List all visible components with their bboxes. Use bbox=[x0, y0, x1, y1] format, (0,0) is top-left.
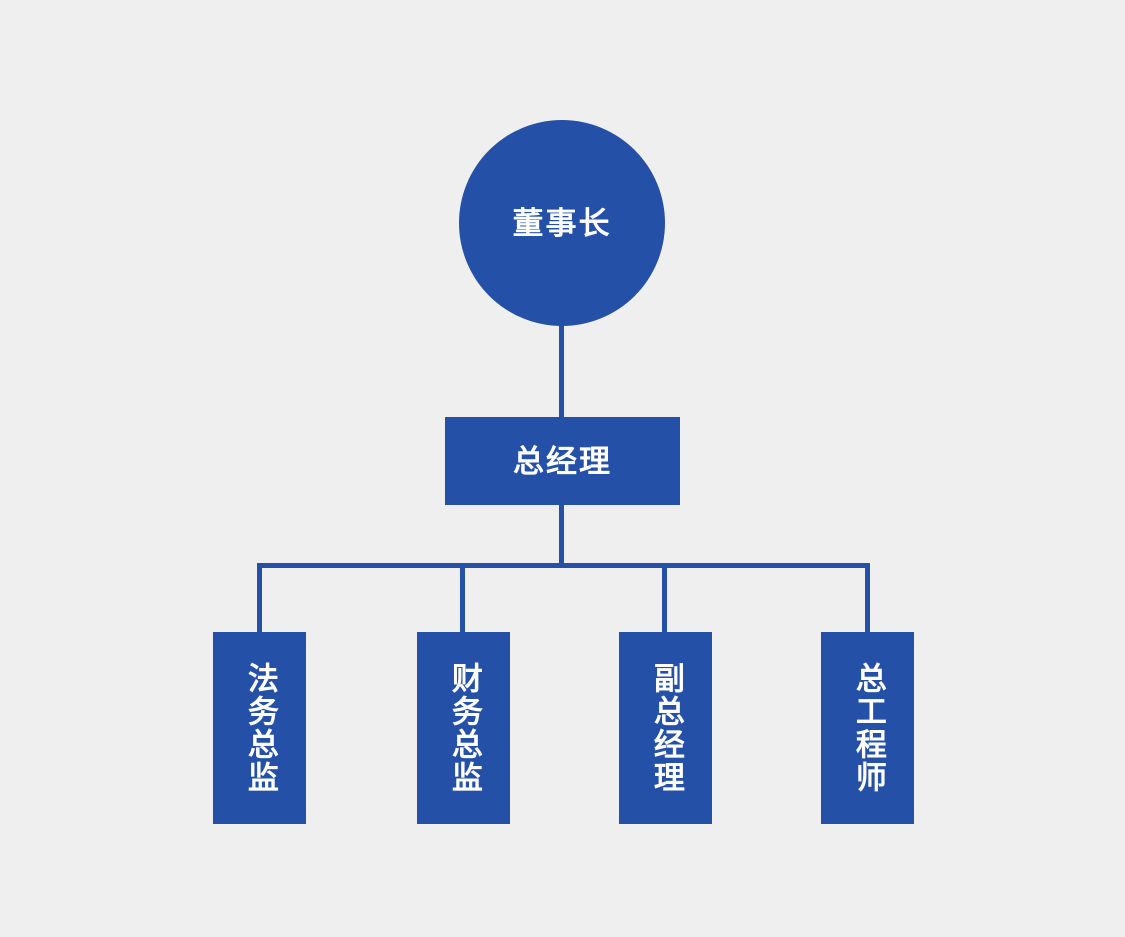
node-legal-director-label: 法务总监 bbox=[242, 662, 278, 794]
node-finance-director-label: 财务总监 bbox=[446, 662, 482, 794]
node-chief-engineer-label: 总工程师 bbox=[850, 662, 886, 794]
node-general-manager-label: 总经理 bbox=[513, 443, 612, 479]
node-deputy-general-manager[interactable]: 副总经理 bbox=[619, 632, 712, 824]
connector-bus-to-child-2 bbox=[460, 563, 465, 635]
node-chairman-label: 董事长 bbox=[512, 205, 612, 241]
connector-horizontal-bus bbox=[257, 563, 870, 568]
node-chairman[interactable]: 董事长 bbox=[459, 120, 665, 326]
connector-bus-to-child-3 bbox=[662, 563, 667, 635]
connector-bus-to-child-4 bbox=[865, 563, 870, 635]
connector-general-manager-to-bus bbox=[559, 502, 564, 566]
connector-bus-to-child-1 bbox=[257, 563, 262, 635]
node-deputy-general-manager-label: 副总经理 bbox=[648, 662, 684, 794]
connector-chairman-to-general-manager bbox=[559, 322, 564, 422]
node-general-manager[interactable]: 总经理 bbox=[445, 417, 680, 505]
node-chief-engineer[interactable]: 总工程师 bbox=[821, 632, 914, 824]
node-finance-director[interactable]: 财务总监 bbox=[417, 632, 510, 824]
node-legal-director[interactable]: 法务总监 bbox=[213, 632, 306, 824]
